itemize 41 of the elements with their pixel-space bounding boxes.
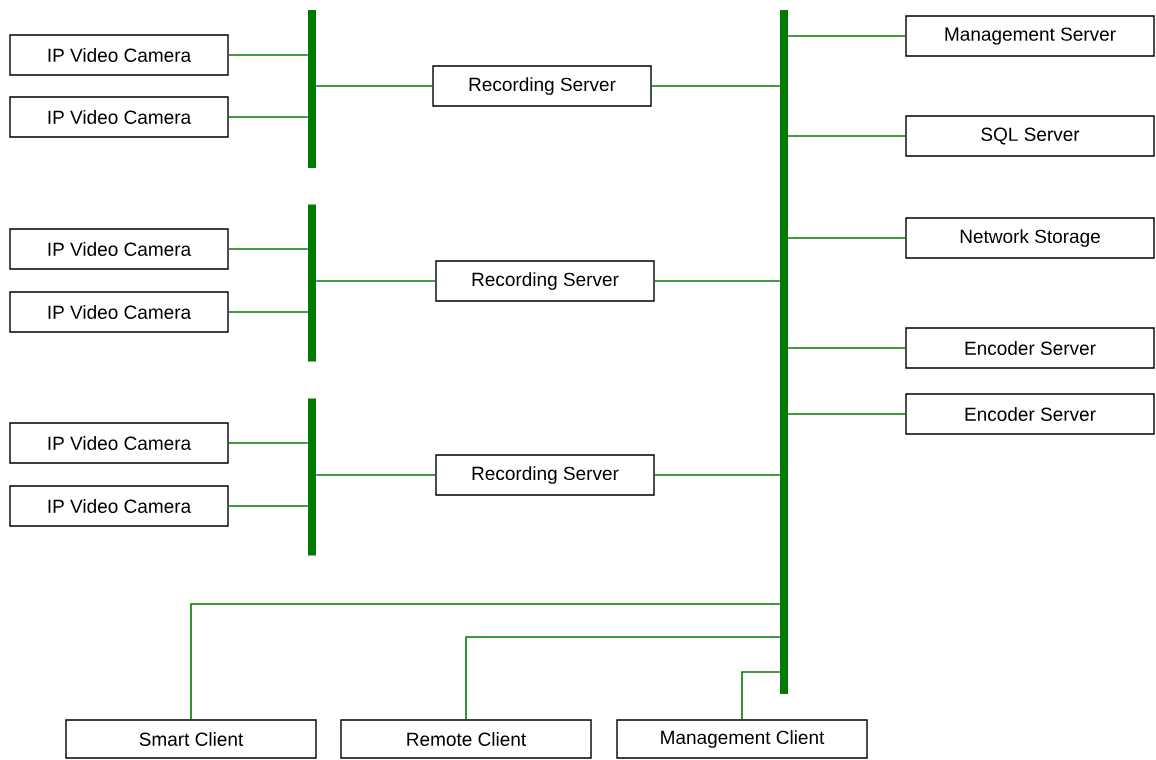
server-box: IP Video Camera [9,96,229,138]
server-box: IP Video Camera [9,34,229,76]
server-box: Network Storage [905,217,1155,259]
connector-line [227,505,309,507]
bus-bar [308,398,316,556]
connector-line [190,603,781,721]
connector-line [787,35,907,37]
server-box: Encoder Server [905,393,1155,435]
server-box: Management Client [616,719,868,759]
bus-bar [780,10,788,694]
server-box: Management Server [905,15,1155,57]
server-box: Recording Server [435,260,655,302]
connector-line [741,671,781,721]
connector-line [227,54,309,56]
connector-line [465,636,781,721]
server-box: IP Video Camera [9,422,229,464]
server-box: Recording Server [435,454,655,496]
connector-line [650,85,781,87]
connector-line [653,474,781,476]
server-box: Smart Client [65,719,317,759]
connector-line [787,413,907,415]
connector-line [227,311,309,313]
connector-line [787,347,907,349]
connector-line [653,280,781,282]
bus-bar [308,204,316,362]
connector-line [227,248,309,250]
server-box: Recording Server [432,65,652,107]
connector-line [227,116,309,118]
server-box: IP Video Camera [9,485,229,527]
connector-line [787,135,907,137]
connector-line [315,474,437,476]
server-box: Encoder Server [905,327,1155,369]
connector-line [227,442,309,444]
connector-line [315,85,434,87]
connector-line [315,280,437,282]
server-box: Remote Client [340,719,592,759]
server-box: IP Video Camera [9,228,229,270]
bus-bar [308,10,316,168]
connector-line [787,237,907,239]
server-box: IP Video Camera [9,291,229,333]
server-box: SQL Server [905,115,1155,157]
